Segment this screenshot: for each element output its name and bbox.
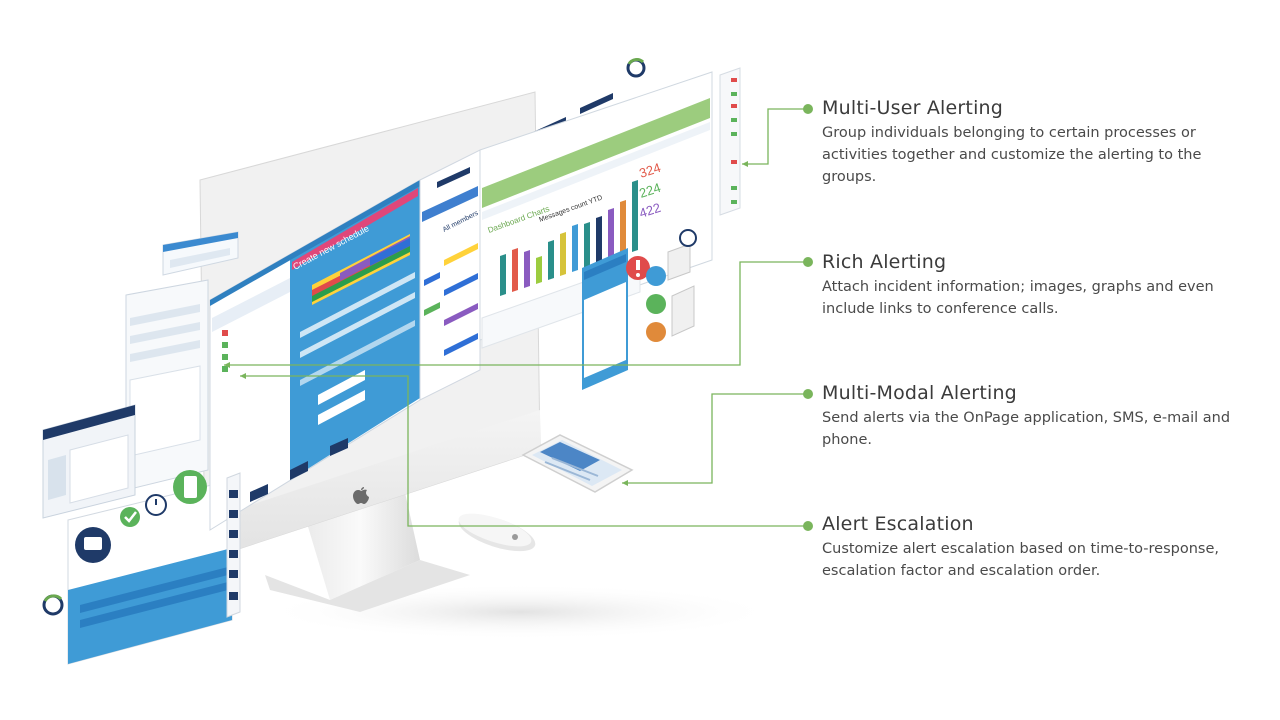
- phone-illustration: [521, 434, 634, 493]
- bullet-dot-multi-modal: [803, 389, 813, 399]
- status-strip: [719, 67, 741, 216]
- connector-multi-user: [742, 108, 806, 167]
- dashboard-bar-chart: [500, 180, 638, 296]
- color-palette: [312, 234, 410, 305]
- floating-panel-onpage-brand: [42, 404, 136, 519]
- floating-panel-steps: [67, 470, 233, 665]
- connector-escalation: [240, 373, 806, 527]
- bullet-dot-multi-user: [803, 104, 813, 114]
- floating-panel-left-top: [162, 231, 239, 276]
- mobile-app-screen: [582, 248, 628, 390]
- dashboard-screen: Dashboard Charts Messages count YTD 324 …: [479, 71, 713, 349]
- apple-logo-icon: [353, 487, 369, 504]
- feature-title: Alert Escalation: [822, 513, 974, 535]
- inbox-strip: [226, 472, 241, 618]
- feature-title: Multi-Modal Alerting: [822, 382, 1017, 404]
- feature-alert-escalation: Alert Escalation Customize alert escalat…: [822, 512, 1242, 582]
- stat-value-2: 224: [637, 180, 662, 201]
- stat-value-1: 324: [637, 160, 662, 181]
- feature-title: Multi-User Alerting: [822, 97, 1004, 119]
- stat-value-3: 422: [637, 200, 662, 221]
- schedule-screen: Create new schedule: [209, 179, 421, 531]
- feature-multi-user-alerting: Multi-User Alerting Group individuals be…: [822, 96, 1242, 188]
- rich-alert-media: [626, 229, 697, 342]
- feature-description: Attach incident information; images, gra…: [822, 279, 1214, 317]
- onpage-logo-icon-bottom: [42, 594, 64, 616]
- floating-panel-left-form: [125, 279, 209, 491]
- connector-rich: [224, 261, 806, 368]
- onpage-logo-icon: [626, 58, 646, 78]
- feature-rich-alerting: Rich Alerting Attach incident informatio…: [822, 250, 1242, 320]
- feature-description: Group individuals belonging to certain p…: [822, 125, 1202, 185]
- feature-multi-modal-alerting: Multi-Modal Alerting Send alerts via the…: [822, 381, 1242, 451]
- bullet-dot-escalation: [803, 521, 813, 531]
- feature-title: Rich Alerting: [822, 251, 947, 273]
- feature-description: Send alerts via the OnPage application, …: [822, 410, 1231, 448]
- mouse-illustration: [458, 513, 536, 552]
- connector-multi-modal: [622, 393, 806, 486]
- feature-description: Customize alert escalation based on time…: [822, 541, 1220, 579]
- bullet-dot-rich: [803, 257, 813, 267]
